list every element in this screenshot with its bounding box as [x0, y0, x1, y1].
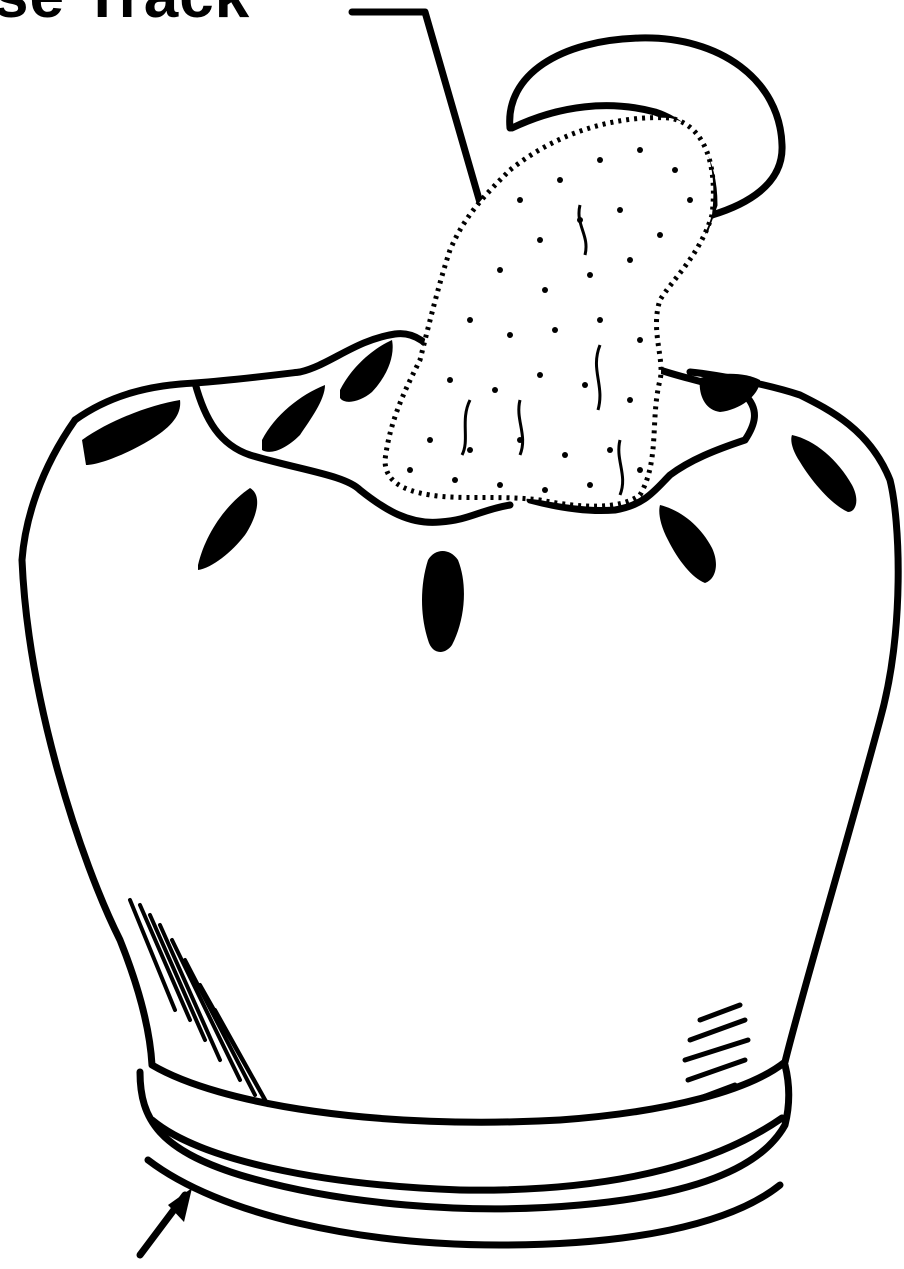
- fly-larva: [262, 385, 325, 452]
- jar-shading-left: [130, 900, 268, 1105]
- fly-larva: [422, 551, 464, 652]
- callout-label: se Track: [0, 0, 250, 28]
- fly-larva: [198, 488, 257, 570]
- fly-larva: [791, 435, 856, 512]
- bread-bait: [385, 118, 713, 507]
- fly-larva: [659, 505, 716, 583]
